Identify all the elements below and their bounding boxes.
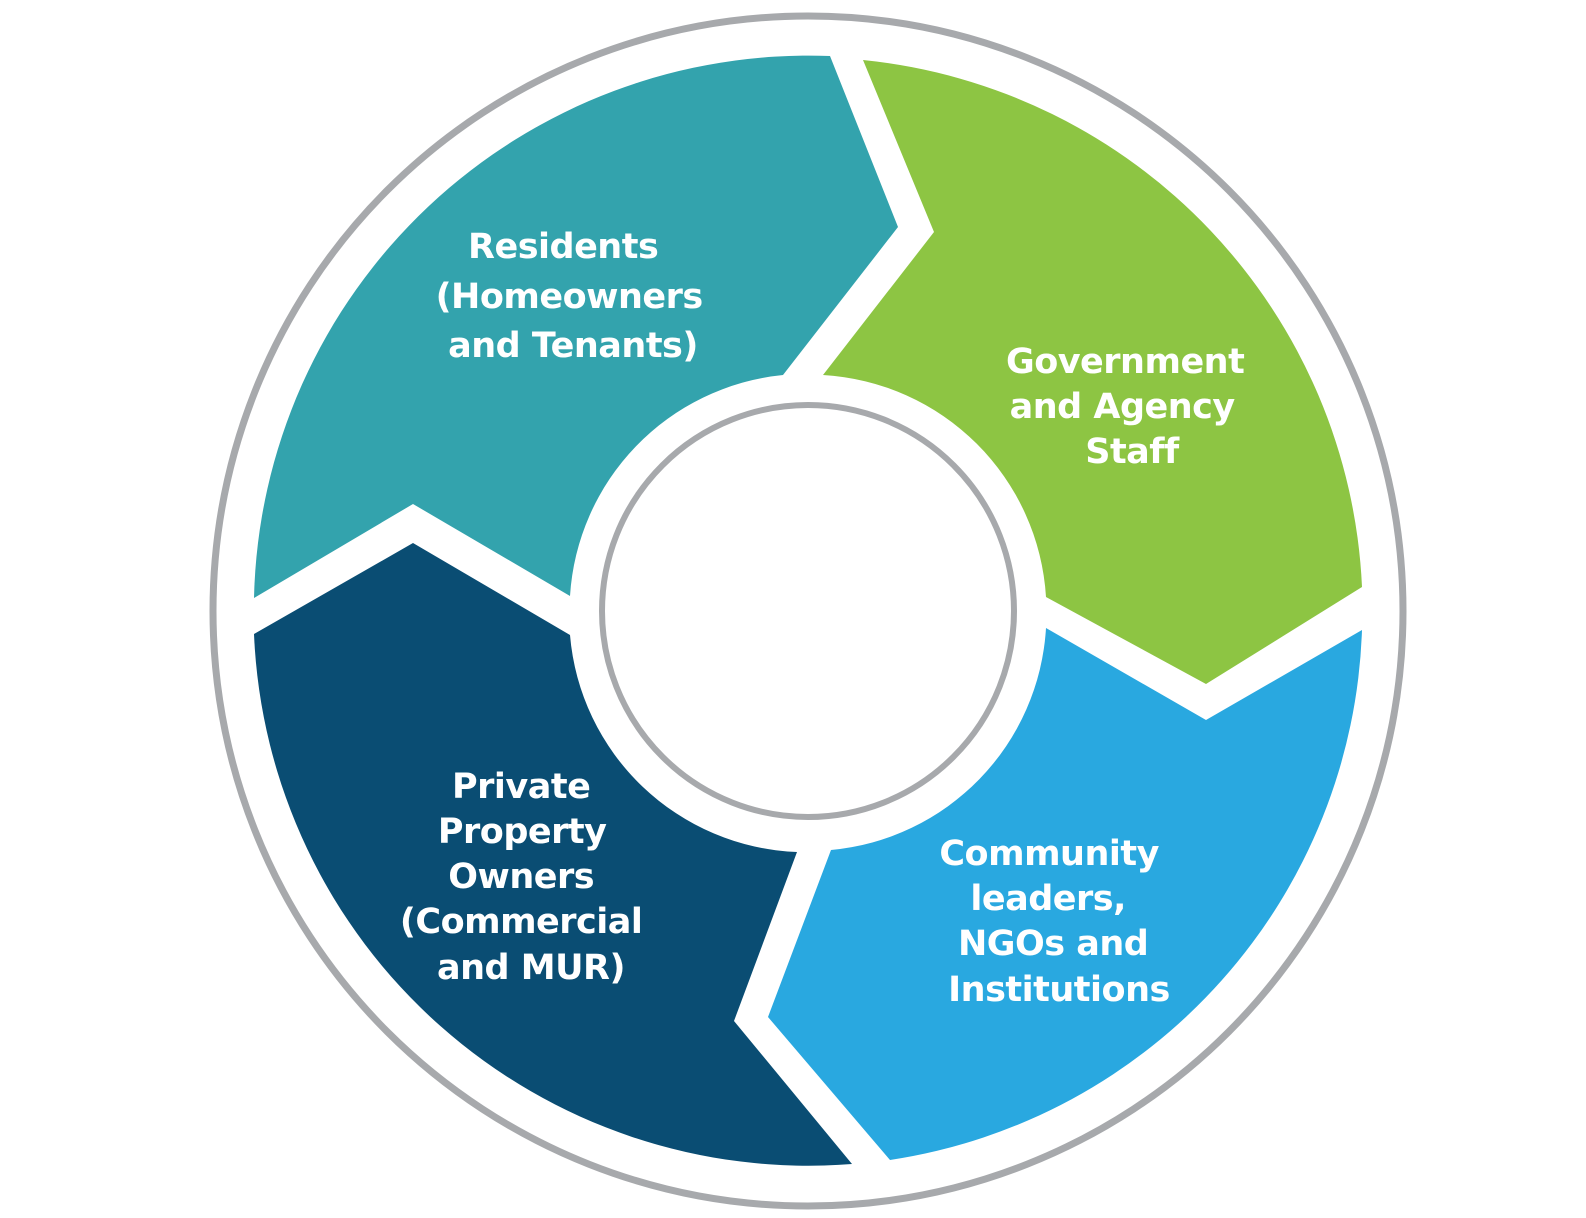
outer-ring <box>209 12 1407 1210</box>
segment-community <box>768 628 1362 1160</box>
label-community-line-4: Institutions <box>948 970 1170 1010</box>
label-community-line-1: Community <box>939 834 1159 874</box>
label-government-line-1: Government <box>1006 342 1244 382</box>
segment-government <box>823 60 1362 684</box>
segment-private <box>254 543 852 1166</box>
label-residents-line-3: and Tenants) <box>448 326 698 366</box>
label-residents-line-2: (Homeowners <box>436 277 703 317</box>
label-government-line-2: and Agency <box>1010 387 1236 427</box>
label-community-line-3: NGOs and <box>958 924 1148 964</box>
label-community: Community leaders, NGOs and Institutions <box>939 834 1170 1010</box>
label-private: Private Property Owners (Commercial and … <box>400 767 654 988</box>
label-government-line-3: Staff <box>1085 432 1180 472</box>
label-private-line-3: Owners <box>448 857 594 897</box>
label-private-line-2: Property <box>438 812 607 852</box>
label-residents-line-1: Residents <box>468 227 658 267</box>
segment-residents <box>254 55 898 599</box>
label-private-line-5: and MUR) <box>437 948 625 988</box>
label-private-line-1: Private <box>452 767 590 807</box>
center-hub <box>599 402 1017 820</box>
label-residents: Residents (Homeowners and Tenants) <box>436 227 715 366</box>
label-private-line-4: (Commercial <box>400 902 643 942</box>
label-government: Government and Agency Staff <box>1006 342 1256 472</box>
label-community-line-2: leaders, <box>970 879 1126 919</box>
